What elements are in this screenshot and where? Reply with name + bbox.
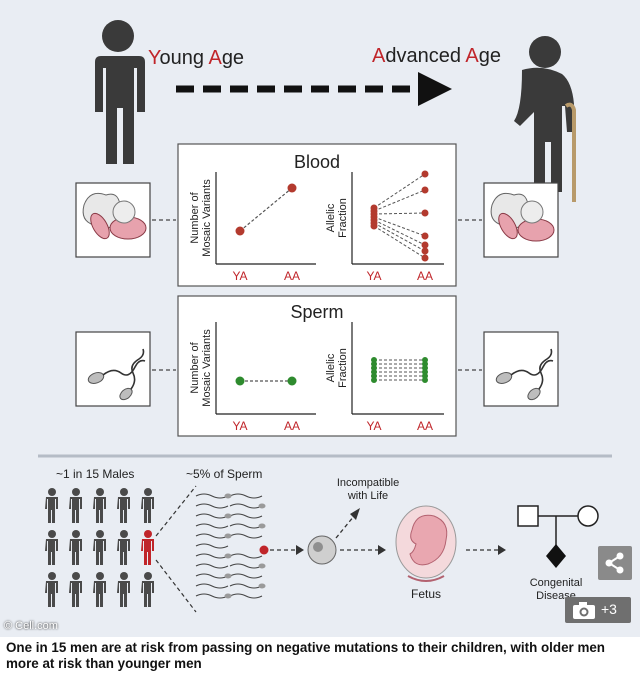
blood-right-ylabel-2: Fraction [337,198,349,238]
blood-left-x-ya: YA [232,269,247,283]
blood-right-x-ya: YA [366,269,381,283]
pedigree-chart [517,505,599,546]
fetus-to-pedigree-arrow [466,545,506,555]
sperm-right-ylabel-2: Fraction [337,348,349,388]
blood-left-x-aa: AA [284,269,300,283]
sperm-right-ylabel-1: Allelic [325,353,337,382]
sperm-heads [224,493,266,599]
sperm-cells-icon-left [75,331,151,407]
gallery-button[interactable]: +3 [565,597,631,623]
sperm-left-ylabel-1: Number of [189,341,201,393]
affected-child-diamond [546,544,566,568]
blood-right-ylabel-1: Allelic [325,203,337,232]
blood-cells-icon-left [75,182,151,258]
sperm-right-x-aa: AA [417,419,433,433]
advanced-age-label: Advanced Age [372,45,501,67]
sperm-left-axes [215,322,316,415]
image-caption: One in 15 men are at risk from passing o… [6,640,605,671]
camera-icon [573,602,595,619]
blood-left-connector [239,187,293,232]
blood-left-axes [215,172,316,265]
fetus-label: Fetus [411,587,441,601]
sperm-left-point-aa [287,376,297,386]
sperm-right-connectors [374,359,425,381]
incompatible-label-1: Incompatible [337,477,399,489]
sperm-cells-icon-right [483,331,559,407]
share-button[interactable] [598,546,632,580]
young-age-label: Young Age [148,47,244,69]
sperm-left-x-aa: AA [284,419,300,433]
blood-cells-icon-right [483,182,559,258]
sperm-fraction-label: ~5% of Sperm [186,467,262,481]
sperm-right-x-ya: YA [366,419,381,433]
sperm-right-axes [351,322,444,415]
sperm-to-egg-arrow [270,545,304,555]
old-man-icon [514,36,576,202]
blood-right-connectors [373,173,426,259]
sperm-right-points-aa [422,357,428,383]
congenital-label-1: Congenital [530,577,583,589]
blood-left-point-aa [287,183,297,193]
blood-right-points-aa [421,170,429,262]
male-to-sperm-links [155,485,197,613]
fetus-icon [395,505,457,582]
sperm-panel [177,295,457,437]
mutated-sperm-marker [259,545,269,555]
blood-panel [177,143,457,287]
sperm-right-points-ya [371,357,377,383]
blood-left-point-ya [235,226,245,236]
blood-left-ylabel-2: Mosaic Variants [201,179,213,257]
young-man-icon [95,20,145,164]
share-icon [605,552,624,574]
sperm-field [195,493,263,599]
egg-to-incompatible-arrow [335,508,360,539]
cell-mosaic-variants-figure: Young Age Advanced Age Blood Number of M… [0,0,640,637]
sperm-title: Sperm [290,302,343,322]
blood-left-ylabel-1: Number of [189,191,201,243]
males-label: ~1 in 15 Males [56,467,134,481]
blood-right-points-ya [370,204,378,230]
image-credit: © Cell.com [4,620,58,632]
gallery-count: +3 [601,601,617,617]
age-progression-arrow [176,72,452,106]
sperm-left-ylabel-2: Mosaic Variants [201,329,213,407]
sperm-left-point-ya [235,376,245,386]
blood-title: Blood [294,152,340,172]
egg-to-fetus-arrow [340,545,386,555]
egg-cell-icon [307,535,337,565]
blood-right-axes [351,172,444,265]
incompatible-label-2: with Life [347,490,388,502]
sperm-left-x-ya: YA [232,419,247,433]
blood-right-x-aa: AA [417,269,433,283]
